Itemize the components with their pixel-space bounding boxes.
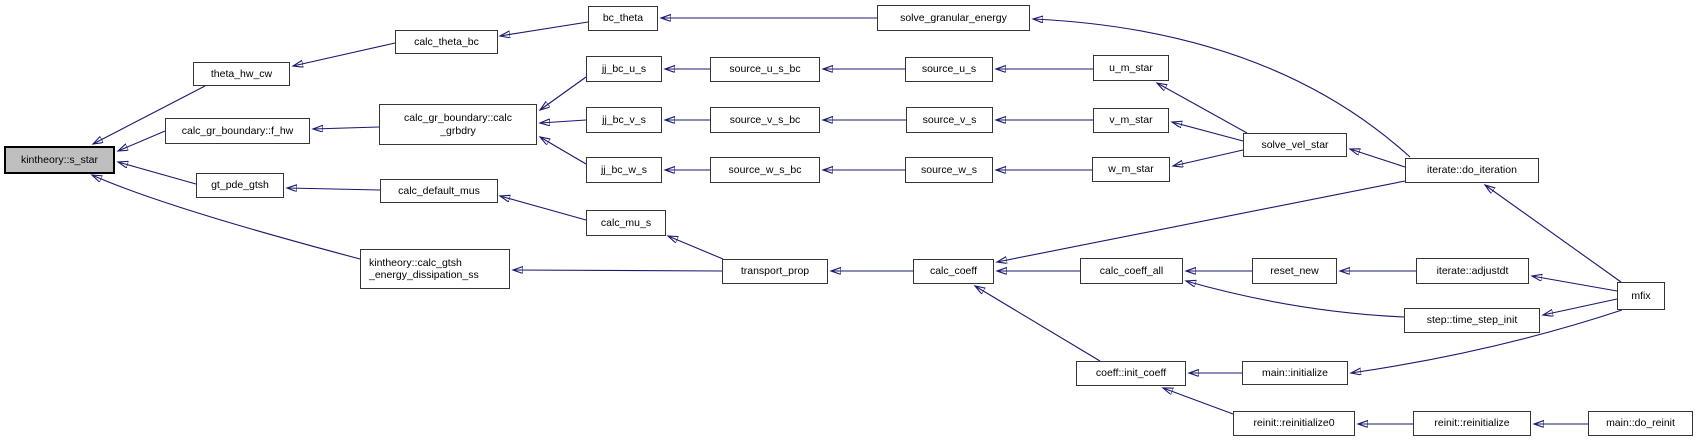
node-calc-mu-s[interactable]: calc_mu_s <box>586 210 666 236</box>
edge-calc_mu_s-calc_default_mus <box>500 196 587 221</box>
node-calc-coeff-all[interactable]: calc_coeff_all <box>1080 258 1183 284</box>
node-gt-pde-gtsh[interactable]: gt_pde_gtsh <box>196 173 284 198</box>
edge-mfix-adjustdt <box>1532 276 1618 292</box>
edge-theta_hw_cw-s_star <box>93 85 206 144</box>
node-calc-coeff[interactable]: calc_coeff <box>913 259 994 284</box>
node-transport-prop[interactable]: transport_prop <box>722 259 828 284</box>
node-step-time-step-init[interactable]: step::time_step_init <box>1404 308 1540 333</box>
edge-calc_gtsh-s_star <box>92 175 361 260</box>
node-main-do-reinit[interactable]: main::do_reinit <box>1588 411 1693 436</box>
node-solve-vel-star[interactable]: solve_vel_star <box>1243 133 1347 157</box>
edge-calc_grbdry-f_hw <box>313 127 380 129</box>
edge-init_coeff-calc_coeff <box>975 286 1101 362</box>
node-kintheory-calc-gtsh-energy-dissipation-ss[interactable]: kintheory::calc_gtsh _energy_dissipation… <box>360 249 510 289</box>
node-source-v-s-bc[interactable]: source_v_s_bc <box>710 107 820 133</box>
node-jj-bc-w-s[interactable]: jj_bc_w_s <box>586 157 662 183</box>
edge-calc_default_mus-gt_pde_gtsh <box>287 188 381 190</box>
node-solve-granular-energy[interactable]: solve_granular_energy <box>877 5 1030 31</box>
edge-do_iteration-solve_vel_star <box>1350 149 1406 168</box>
node-mfix[interactable]: mfix <box>1617 282 1665 310</box>
edge-mfix-time_step_init <box>1543 298 1618 315</box>
edge-calc_theta_bc-theta_hw_cw <box>293 42 396 66</box>
edge-bc_theta-calc_theta_bc <box>500 21 589 36</box>
node-calc-default-mus[interactable]: calc_default_mus <box>380 179 498 203</box>
edge-solve_vel_star-u_m_star <box>1157 83 1248 134</box>
edge-solve_vel_star-w_m_star <box>1173 149 1244 166</box>
edge-do_iteration-solve_granular_energy <box>1033 19 1411 158</box>
node-reset-new[interactable]: reset_new <box>1252 258 1337 284</box>
node-source-u-s-bc[interactable]: source_u_s_bc <box>710 57 820 82</box>
node-kintheory-s-star: kintheory::s_star <box>4 146 115 174</box>
node-source-w-s-bc[interactable]: source_w_s_bc <box>710 157 820 183</box>
node-calc-theta-bc[interactable]: calc_theta_bc <box>395 30 498 54</box>
node-reinit-reinitialize0[interactable]: reinit::reinitialize0 <box>1233 411 1355 436</box>
node-v-m-star[interactable]: v_m_star <box>1093 108 1169 133</box>
edge-do_iteration-calc_coeff <box>997 180 1406 262</box>
edge-jj_bc_v_s-calc_grbdry <box>540 120 587 123</box>
edge-mfix-do_iteration <box>1485 185 1622 283</box>
edge-transport_prop-calc_gtsh <box>513 270 723 271</box>
node-jj-bc-u-s[interactable]: jj_bc_u_s <box>586 56 662 82</box>
edge-reinitialize0-init_coeff <box>1163 388 1234 415</box>
edge-time_step_init-calc_coeff_all <box>1186 281 1405 318</box>
node-main-initialize[interactable]: main::initialize <box>1242 361 1348 385</box>
node-coeff-init-coeff[interactable]: coeff::init_coeff <box>1076 361 1186 386</box>
node-bc-theta[interactable]: bc_theta <box>588 6 658 31</box>
edge-transport_prop-calc_mu_s <box>668 236 724 260</box>
node-u-m-star[interactable]: u_m_star <box>1093 55 1169 81</box>
node-w-m-star[interactable]: w_m_star <box>1092 157 1170 182</box>
node-reinit-reinitialize[interactable]: reinit::reinitialize <box>1413 411 1531 436</box>
edge-f_hw-s_star <box>118 130 166 151</box>
edge-mfix-initialize <box>1351 309 1623 373</box>
node-source-v-s[interactable]: source_v_s <box>906 107 993 133</box>
node-source-u-s[interactable]: source_u_s <box>905 57 993 82</box>
edge-jj_bc_w_s-calc_grbdry <box>540 137 587 165</box>
node-calc-gr-boundary-f-hw[interactable]: calc_gr_boundary::f_hw <box>165 118 310 144</box>
edge-jj_bc_u_s-calc_grbdry <box>540 76 587 110</box>
node-iterate-adjustdt[interactable]: iterate::adjustdt <box>1416 258 1529 284</box>
edge-solve_vel_star-v_m_star <box>1172 122 1244 142</box>
node-calc-gr-boundary-calc-grbdry[interactable]: calc_gr_boundary::calc _grbdry <box>379 104 537 145</box>
node-source-w-s[interactable]: source_w_s <box>905 157 993 183</box>
node-jj-bc-v-s[interactable]: jj_bc_v_s <box>586 107 662 133</box>
node-iterate-do-iteration[interactable]: iterate::do_iteration <box>1405 158 1539 183</box>
node-theta-hw-cw[interactable]: theta_hw_cw <box>193 62 290 86</box>
edge-gt_pde_gtsh-s_star <box>118 162 197 185</box>
